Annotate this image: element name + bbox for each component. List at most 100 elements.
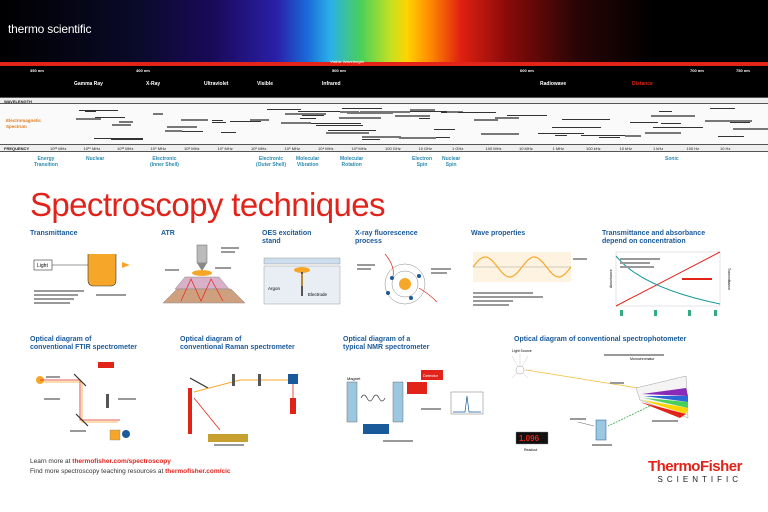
freq-tick: 10 GHz	[418, 146, 433, 151]
em-annotation	[653, 126, 682, 128]
learn-more-line: Learn more at thermofisher.com/spectrosc…	[30, 458, 171, 465]
oes-diagram: Argon Electrode	[263, 257, 341, 305]
nmr-detector-label: Detector	[423, 373, 439, 378]
em-annotation	[327, 129, 368, 131]
transition-label: Nuclear Spin	[442, 156, 461, 168]
absorbance-axis: Absorbance	[609, 269, 613, 288]
em-annotation	[710, 108, 735, 110]
freq-tick: 10⁵ MHz	[284, 146, 300, 151]
em-annotation	[645, 131, 681, 134]
sample-cell	[109, 429, 121, 441]
moving-mirror	[106, 394, 109, 408]
em-annotation	[474, 118, 498, 121]
transition-label: Energy Transition	[34, 156, 58, 168]
em-annotation	[112, 123, 132, 126]
ir-path	[180, 278, 224, 302]
section-oes: OES excitation stand	[262, 230, 312, 245]
section-nmr: Optical diagram of a typical NMR spectro…	[343, 336, 430, 351]
transition-label: Nuclear	[86, 156, 105, 162]
freq-tick: 10⁶ MHz	[251, 146, 267, 151]
freq-tick: 10⁴ MHz	[318, 146, 334, 151]
magnet-left	[346, 381, 358, 423]
freq-tick: 10 Hz	[720, 146, 731, 151]
em-annotation	[362, 138, 380, 140]
visible-wavelength-band: 350 nm 400 nm 500 nm 600 nm 700 nm 750 n…	[0, 59, 768, 78]
freq-tick: 100 GHz	[385, 146, 401, 151]
region-label: Distance	[632, 81, 653, 87]
em-annotation	[340, 110, 359, 113]
region-label: Visible	[257, 81, 274, 87]
em-annotation	[266, 108, 301, 110]
em-annotation	[78, 109, 119, 111]
region-label: X-Ray	[146, 81, 161, 87]
region-label: Ultraviolet	[204, 81, 229, 87]
region-label: Gamma Ray	[74, 81, 103, 87]
em-annotation	[230, 120, 261, 122]
pressure-tower	[196, 244, 208, 264]
em-annotation	[659, 110, 672, 112]
freq-tick: 100 kHz	[586, 146, 601, 151]
em-annotation	[555, 135, 567, 137]
multichannel-detector	[208, 434, 248, 442]
freq-tick: 10⁹ MHz	[150, 146, 167, 151]
freq-tick: 100 Hz	[686, 146, 700, 151]
region-label: Infrared	[322, 81, 341, 87]
spectrum-banner: thermo scientific	[0, 0, 768, 62]
transition-label: Molecular Vibration	[296, 156, 320, 168]
wavelength-row: WAVELENGTH	[0, 97, 768, 104]
em-annotation	[394, 115, 430, 118]
em-annotation	[537, 133, 585, 135]
ir-detector	[122, 430, 130, 438]
em-annotation	[361, 136, 401, 139]
em-annotation	[717, 136, 745, 138]
transition-label: Electron Spin	[412, 156, 433, 168]
transition-label: Electronic (Outer Shell)	[256, 156, 287, 168]
em-annotation	[630, 122, 658, 124]
em-annotation	[220, 131, 237, 133]
em-annotation	[418, 118, 430, 120]
nmr-diagram: Detector Magnet	[346, 370, 484, 442]
freq-tick: 10⁷ MHz	[217, 146, 233, 151]
transition-label: Sonic	[665, 156, 679, 162]
absorbance-line	[615, 251, 721, 307]
thermofisher-logo: ThermoFisher SCIENTIFIC	[648, 458, 743, 484]
section-transmittance: Transmittance	[30, 230, 78, 237]
section-atr: ATR	[161, 230, 175, 237]
em-annotation	[167, 125, 197, 128]
output-arrow	[122, 262, 130, 268]
em-annotation	[152, 113, 163, 116]
light-source-label: Light Source	[512, 349, 532, 353]
freq-tick: 1 GHz	[452, 146, 464, 151]
em-annotation	[624, 134, 641, 137]
atr-diagram	[162, 244, 246, 304]
rf-receiver	[363, 424, 389, 434]
transmittance-diagram: Light	[33, 254, 130, 304]
frequency-label: FREQUENCY	[4, 146, 30, 151]
lamp-rays	[511, 354, 532, 379]
sample-blob	[192, 270, 212, 276]
freq-tick: 1 MHz	[552, 146, 565, 151]
em-annotation	[552, 126, 601, 128]
region-band: Gamma Ray X-Ray Ultraviolet Visible Infr…	[0, 78, 768, 98]
light-source	[515, 365, 525, 375]
light-label: Light	[37, 263, 48, 269]
freq-tick: 10²² MHz	[50, 146, 67, 151]
em-annotation	[280, 122, 311, 125]
em-annotation	[212, 122, 226, 124]
em-spectrum-label: Electromagnetic Spectrum	[6, 118, 42, 129]
wave-diagram	[472, 252, 587, 306]
em-annotation	[111, 139, 144, 141]
thermo-scientific-logo: thermo scientific	[8, 22, 92, 36]
freq-tick: 10³ MHz	[351, 146, 367, 151]
freq-tick: 1 kHz	[653, 146, 664, 151]
find-more-link[interactable]: thermofisher.com/cic	[165, 468, 231, 475]
em-annotation	[164, 129, 182, 132]
filter	[258, 374, 261, 386]
learn-more-link[interactable]: thermofisher.com/spectroscopy	[72, 458, 171, 465]
vis-tick: 400 nm	[136, 68, 150, 73]
raman-laser	[290, 398, 296, 414]
em-annotation	[481, 133, 520, 136]
freq-tick: 10⁸ MHz	[184, 146, 200, 151]
sine-wave	[472, 256, 572, 278]
wavelength-title: Visible Wavelength	[330, 59, 364, 64]
